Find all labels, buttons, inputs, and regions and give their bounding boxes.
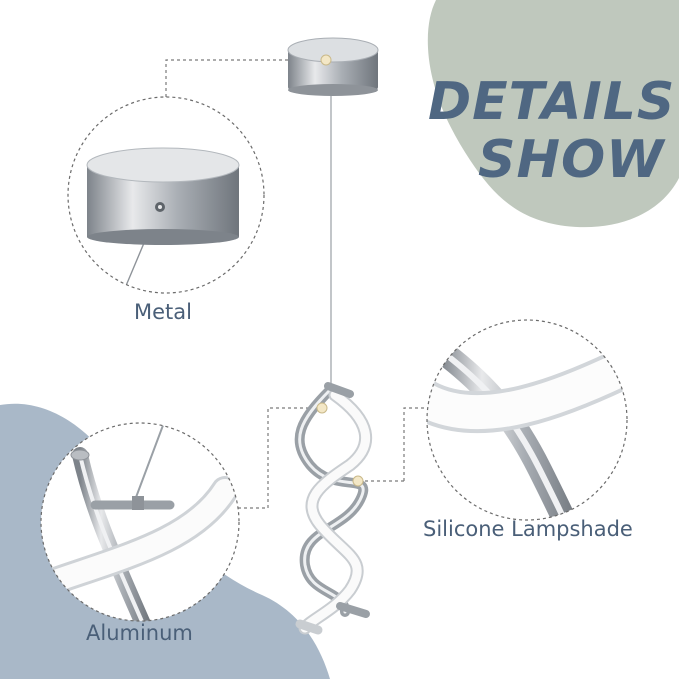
metal-detail-circle bbox=[67, 96, 265, 294]
aluminum-label: Aluminum bbox=[86, 621, 193, 645]
leader-lines bbox=[165, 59, 427, 509]
spiral-pendant-lamp-icon bbox=[294, 382, 372, 635]
title-line-2: SHOW bbox=[478, 130, 665, 190]
silicone-lampshade-detail-circle bbox=[426, 319, 628, 521]
connector-dot-icon bbox=[316, 54, 364, 487]
sage-background-blob bbox=[427, 0, 679, 228]
metal-label: Metal bbox=[134, 300, 192, 324]
aluminum-detail-circle bbox=[40, 422, 240, 622]
silicone-lampshade-label: Silicone Lampshade bbox=[423, 517, 633, 541]
title-line-1: DETAILS bbox=[428, 72, 676, 132]
ceiling-canopy-icon bbox=[287, 37, 379, 96]
